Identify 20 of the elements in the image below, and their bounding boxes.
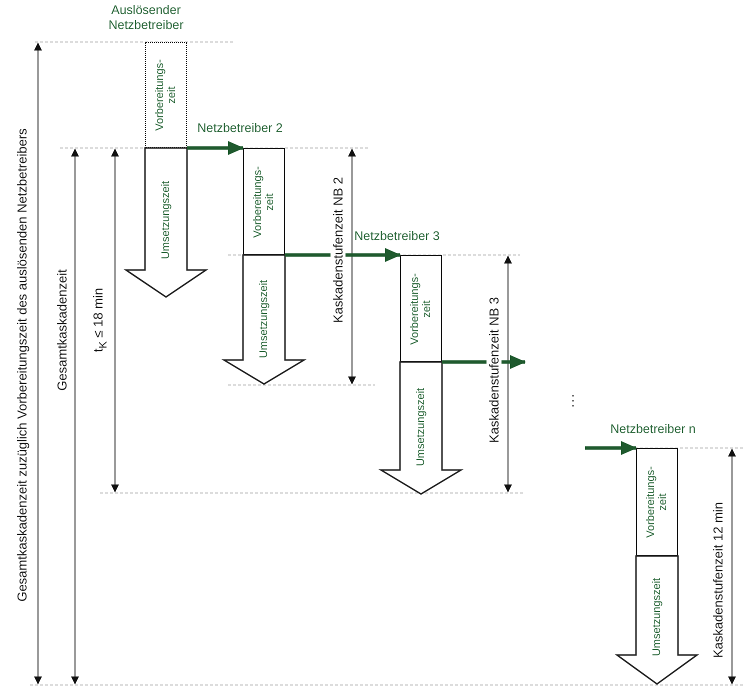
implementation-time-block bbox=[223, 255, 305, 385]
arrow bbox=[585, 441, 637, 455]
operator-heading: Netzbetreiber 3 bbox=[353, 229, 441, 244]
phase-label: Umsetzungszeit bbox=[415, 388, 427, 466]
implementation-time-block bbox=[380, 362, 462, 495]
implementation-time-block bbox=[125, 148, 207, 298]
implementation-time-block bbox=[616, 556, 698, 685]
operator-heading: Netzbetreiber n bbox=[609, 422, 697, 437]
phase-label: Vorbereitungs- zeit bbox=[645, 465, 669, 540]
phase-label: Vorbereitungs- zeit bbox=[409, 272, 433, 347]
phase-label: Vorbereitungs- zeit bbox=[154, 58, 178, 133]
phase-label: Vorbereitungs- zeit bbox=[252, 164, 276, 240]
continuation-dots: ⋮ bbox=[566, 392, 580, 408]
operator-heading: Netzbetreiber 2 bbox=[196, 121, 284, 136]
operator-heading: Auslösender Netzbetreiber bbox=[107, 3, 185, 33]
phase-label: Umsetzungszeit bbox=[258, 279, 270, 358]
phase-label: Umsetzungszeit bbox=[651, 577, 663, 656]
phase-label: Umsetzungszeit bbox=[160, 180, 172, 260]
arrow bbox=[285, 248, 401, 262]
arrow bbox=[187, 141, 244, 155]
